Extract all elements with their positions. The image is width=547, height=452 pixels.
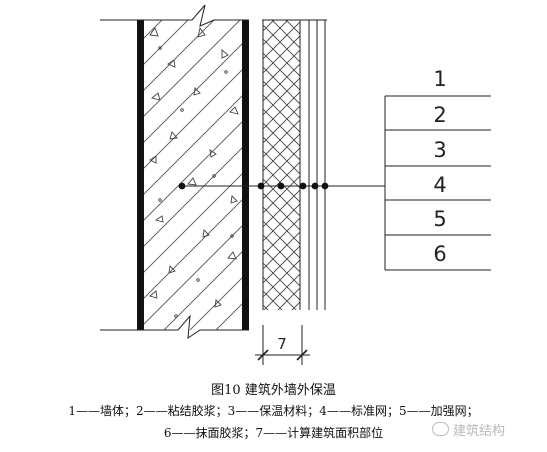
watermark: 建筑结构 xyxy=(432,420,505,439)
bottom-break-line xyxy=(100,314,249,339)
legend-line-2: 6——抹面胶浆；7——计算建筑面积部位 xyxy=(163,426,384,440)
layer-number-2: 2 xyxy=(433,103,446,127)
wall-body xyxy=(144,20,242,330)
watermark-text: 建筑结构 xyxy=(453,424,506,439)
wall-inner-face xyxy=(137,20,144,330)
layer-number-3: 3 xyxy=(433,138,446,162)
legend-line-1: 1——墙体；2——粘结胶浆；3——保温材料；4——标准网；5——加强网； xyxy=(68,404,479,418)
figure-caption: 图10 建筑外墙外保温 xyxy=(211,383,336,398)
layer-number-1: 1 xyxy=(433,67,446,91)
layer-label-table xyxy=(384,95,491,271)
wall-outer-face xyxy=(242,20,249,330)
top-break-line xyxy=(100,4,327,27)
wall-insulation-section-diagram: 1 2 3 4 5 6 7 xyxy=(100,4,491,365)
dimension-label: 7 xyxy=(277,335,287,353)
layer-number-4: 4 xyxy=(433,173,446,197)
aggregate-marks xyxy=(149,26,239,318)
leader-dots xyxy=(178,182,329,190)
layer-number-6: 6 xyxy=(433,242,446,266)
layer-number-5: 5 xyxy=(433,207,446,231)
insulation-layer xyxy=(263,20,300,310)
wechat-icon xyxy=(432,422,449,436)
dimension-7 xyxy=(255,325,310,365)
